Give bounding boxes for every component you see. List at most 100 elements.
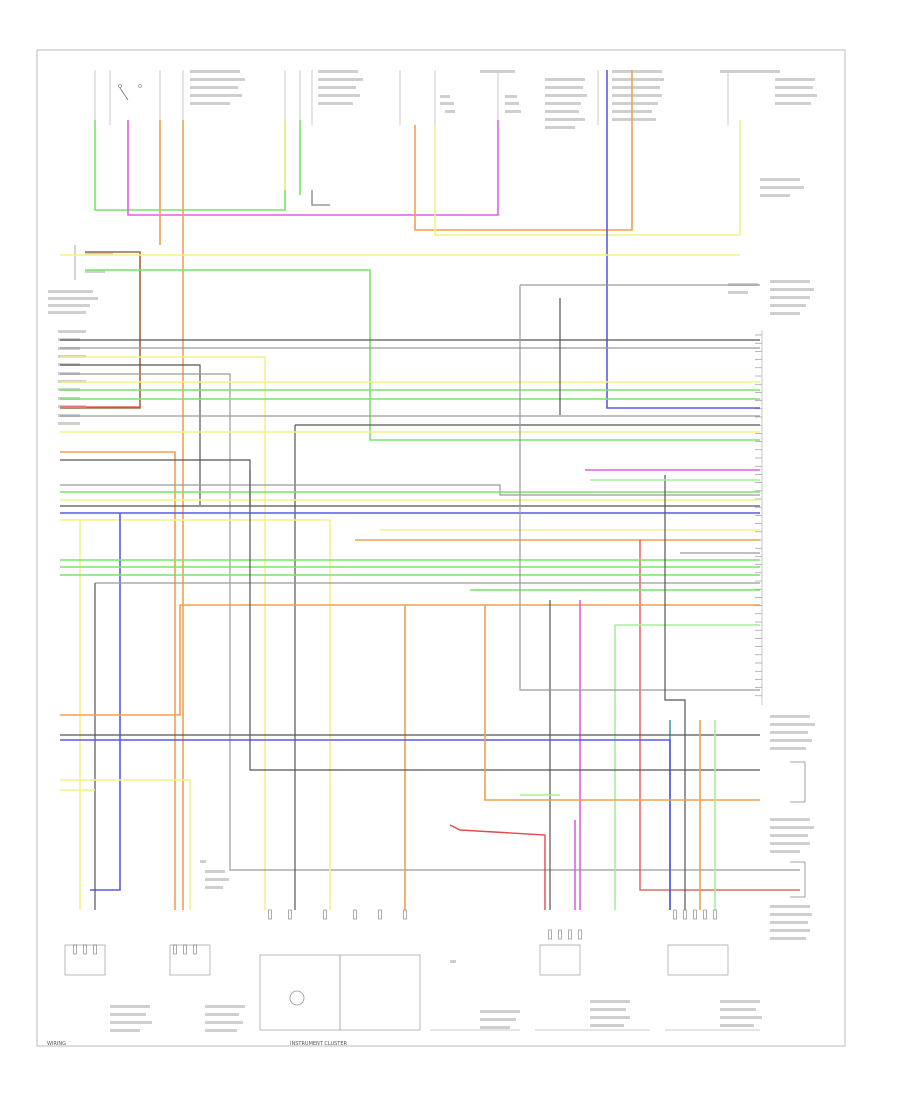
text-smudge bbox=[720, 1016, 762, 1019]
wire-gray bbox=[311, 190, 330, 206]
text-smudge bbox=[720, 70, 780, 73]
text-smudge bbox=[480, 1010, 520, 1013]
wire-orange bbox=[414, 70, 633, 231]
text-smudge bbox=[205, 886, 223, 889]
switch-glyph bbox=[119, 87, 129, 101]
text-smudge bbox=[770, 937, 806, 940]
wire-gray bbox=[519, 285, 760, 691]
wire-orange bbox=[60, 451, 176, 910]
text-smudge bbox=[590, 1008, 626, 1011]
wire-dark bbox=[664, 475, 686, 910]
text-smudge bbox=[545, 126, 575, 129]
wire-dark bbox=[60, 364, 201, 505]
text-smudge bbox=[190, 102, 230, 105]
text-smudge bbox=[58, 422, 80, 425]
text-smudge bbox=[545, 78, 585, 81]
text-smudge bbox=[480, 70, 515, 73]
connector-pin bbox=[93, 944, 97, 955]
text-smudge bbox=[775, 78, 815, 81]
text-smudge bbox=[770, 850, 800, 853]
footer-left-label: WIRING bbox=[47, 1041, 66, 1047]
text-smudge bbox=[205, 870, 225, 873]
text-smudge bbox=[48, 290, 93, 293]
text-smudge bbox=[505, 110, 521, 113]
text-smudge bbox=[775, 86, 813, 89]
text-smudge bbox=[85, 252, 113, 255]
text-smudge bbox=[770, 288, 814, 291]
text-smudge bbox=[770, 921, 808, 924]
text-smudge bbox=[770, 304, 806, 307]
text-smudge bbox=[720, 1008, 756, 1011]
text-smudge bbox=[440, 102, 454, 105]
connector-pin bbox=[378, 909, 382, 920]
text-smudge bbox=[110, 1021, 152, 1024]
text-smudge bbox=[770, 842, 810, 845]
text-smudge bbox=[505, 102, 519, 105]
text-smudge bbox=[545, 118, 585, 121]
connector-pin bbox=[683, 909, 687, 920]
text-smudge bbox=[318, 102, 353, 105]
text-smudge bbox=[720, 1024, 754, 1027]
text-smudge bbox=[48, 311, 86, 314]
wire-yellow bbox=[60, 519, 331, 910]
text-smudge bbox=[770, 826, 814, 829]
bottom-connector-4 bbox=[667, 944, 729, 976]
text-smudge bbox=[770, 913, 812, 916]
text-smudge bbox=[770, 723, 815, 726]
connector-pin bbox=[673, 909, 677, 920]
connector-pin bbox=[83, 944, 87, 955]
text-smudge bbox=[440, 95, 450, 98]
connector-pin bbox=[183, 944, 187, 955]
connector-pin bbox=[703, 909, 707, 920]
connector-pin bbox=[403, 909, 407, 920]
text-smudge bbox=[190, 94, 242, 97]
connector-pin bbox=[323, 909, 327, 920]
text-smudge bbox=[318, 86, 356, 89]
text-smudge bbox=[590, 1000, 630, 1003]
text-smudge bbox=[58, 330, 86, 333]
text-smudge bbox=[318, 94, 360, 97]
text-smudge bbox=[760, 194, 790, 197]
text-smudge bbox=[720, 1000, 760, 1003]
text-smudge bbox=[545, 94, 587, 97]
wire-orange bbox=[484, 605, 760, 801]
text-smudge bbox=[450, 960, 456, 963]
text-smudge bbox=[48, 297, 98, 300]
connector-pin bbox=[173, 944, 177, 955]
wire-gray bbox=[60, 373, 800, 871]
text-smudge bbox=[612, 118, 656, 121]
text-smudge bbox=[190, 86, 238, 89]
text-smudge bbox=[770, 818, 810, 821]
connector-pin bbox=[558, 929, 562, 940]
wire-green bbox=[85, 269, 760, 441]
wire-dark bbox=[249, 470, 760, 771]
text-smudge bbox=[770, 312, 800, 315]
connector-pin bbox=[288, 909, 292, 920]
text-smudge bbox=[545, 110, 579, 113]
text-smudge bbox=[612, 94, 662, 97]
wire-blue bbox=[60, 739, 671, 910]
wire-red bbox=[639, 540, 800, 891]
text-smudge bbox=[48, 304, 90, 307]
text-smudge bbox=[770, 715, 810, 718]
text-smudge bbox=[480, 1018, 516, 1021]
text-smudge bbox=[205, 1013, 239, 1016]
diagram-border bbox=[36, 49, 846, 1047]
text-smudge bbox=[770, 747, 806, 750]
text-smudge bbox=[770, 296, 810, 299]
text-smudge bbox=[190, 70, 240, 73]
text-smudge bbox=[545, 86, 583, 89]
bottom-connector-3 bbox=[539, 944, 581, 976]
connector-pin bbox=[268, 909, 272, 920]
wire-orange bbox=[60, 604, 405, 716]
wire-blue bbox=[90, 513, 121, 891]
text-smudge bbox=[545, 102, 581, 105]
text-smudge bbox=[775, 102, 811, 105]
gauge-icon bbox=[289, 990, 305, 1006]
wire-dark bbox=[60, 459, 251, 505]
text-smudge bbox=[318, 70, 358, 73]
connector-pin bbox=[193, 944, 197, 955]
switch-terminal bbox=[138, 84, 142, 88]
